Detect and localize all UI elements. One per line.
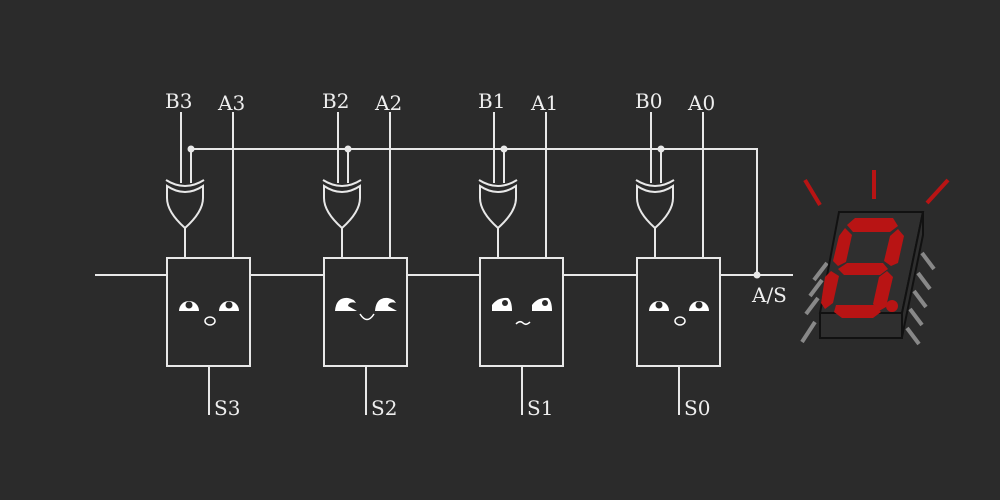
segment-g xyxy=(838,263,888,275)
b-input-label: B2 xyxy=(322,89,349,113)
xor-gate-back-curve xyxy=(165,179,205,187)
sum-output-label: S0 xyxy=(684,396,710,420)
junction-dot xyxy=(657,145,665,153)
junction-dot xyxy=(344,145,352,153)
display-segments xyxy=(821,218,904,318)
seven-segment-display xyxy=(800,170,950,346)
eye-icon xyxy=(375,297,397,311)
display-pins-right xyxy=(905,251,936,346)
segment-f xyxy=(833,228,852,266)
b-input-label: B1 xyxy=(478,89,505,113)
a-input-label: A0 xyxy=(687,91,715,115)
control-junction xyxy=(753,271,761,279)
pupil-icon xyxy=(225,301,233,309)
pupil-icon xyxy=(655,301,663,309)
display-pins-left xyxy=(800,261,829,344)
b-input-label: B0 xyxy=(635,89,662,113)
xor-gate-icon xyxy=(479,184,517,230)
face-happy xyxy=(335,297,397,321)
a-input-label: A2 xyxy=(374,91,402,115)
b-input-label: B3 xyxy=(165,89,192,113)
xor-gate-back-curve xyxy=(322,179,362,187)
pupil-icon xyxy=(695,301,703,309)
face-worried xyxy=(492,297,552,326)
pupil-icon xyxy=(502,300,508,306)
face-surprised xyxy=(179,301,239,326)
mouth-icon xyxy=(359,313,375,321)
glow-ray-right xyxy=(925,178,950,205)
segment-d xyxy=(834,305,881,318)
segment-a xyxy=(847,218,898,232)
mouth-icon xyxy=(674,316,686,326)
sum-output-label: S1 xyxy=(527,396,553,420)
face-surprised xyxy=(649,301,709,326)
eye-icon xyxy=(532,297,552,311)
a-input-label: A3 xyxy=(217,91,245,115)
full-adder-block xyxy=(636,257,721,367)
sum-output-label: S3 xyxy=(214,396,240,420)
segment-c xyxy=(873,271,893,311)
junction-dot xyxy=(187,145,195,153)
sum-output-label: S2 xyxy=(371,396,397,420)
xor-gate-back-curve xyxy=(635,179,675,187)
pupil-icon xyxy=(542,300,548,306)
xor-gate-icon xyxy=(166,184,204,230)
decimal-point xyxy=(886,300,898,312)
eye-icon xyxy=(335,297,357,311)
xor-gate-icon xyxy=(323,184,361,230)
segment-e xyxy=(821,271,839,309)
pupil-icon xyxy=(185,301,193,309)
mouth-icon xyxy=(515,320,531,326)
glow-ray-left xyxy=(803,178,822,207)
mouth-icon xyxy=(204,316,216,326)
a-input-label: A1 xyxy=(530,91,558,115)
control-label: A/S xyxy=(751,283,787,307)
full-adder-block xyxy=(166,257,251,367)
full-adder-block xyxy=(479,257,564,367)
junction-dot xyxy=(500,145,508,153)
xor-gate-icon xyxy=(636,184,674,230)
full-adder-block xyxy=(323,257,408,367)
segment-b xyxy=(884,229,904,266)
eye-icon xyxy=(492,297,512,311)
xor-gate-back-curve xyxy=(478,179,518,187)
control-bus xyxy=(191,148,758,275)
